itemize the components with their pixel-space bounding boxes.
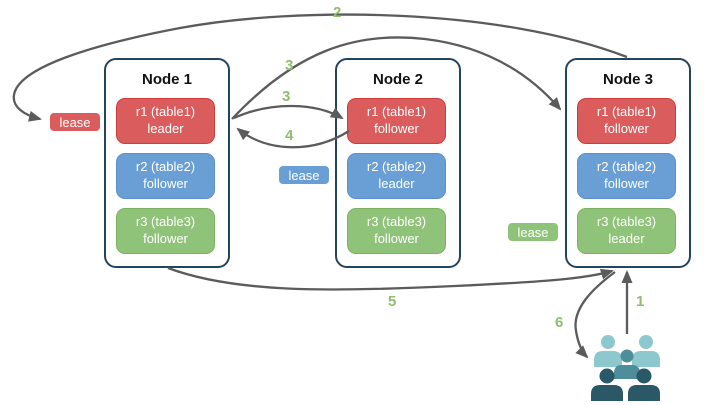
node-title: Node 1 xyxy=(141,71,192,88)
replica-r1-node2: r1 (table1) follower xyxy=(347,98,446,144)
replica-label: r2 (table2) xyxy=(135,159,196,175)
lease-label: lease xyxy=(59,114,91,130)
replica-role: follower xyxy=(374,231,419,246)
replica-r1-node1: r1 (table1) leader xyxy=(116,98,215,144)
node-1-box: Node 1 r1 (table1) leader r2 (table2) fo… xyxy=(104,58,230,268)
step-label-3a: 3 xyxy=(285,57,294,74)
lease-badge-table2: lease xyxy=(278,165,330,185)
arrow-step-3-to-node2 xyxy=(233,104,344,120)
users-group-icon xyxy=(591,335,660,401)
replica-role: follower xyxy=(604,176,649,191)
lease-badge-table3: lease xyxy=(507,222,559,242)
step-label-2: 2 xyxy=(333,4,342,21)
node-2-box: Node 2 r1 (table1) follower r2 (table2) … xyxy=(335,58,461,268)
replica-label: r1 (table1) xyxy=(366,104,427,120)
replica-label: r2 (table2) xyxy=(596,159,657,175)
lease-label: lease xyxy=(288,167,320,183)
step-label-6: 6 xyxy=(555,314,564,331)
node-3-box: Node 3 r1 (table1) follower r2 (table2) … xyxy=(565,58,691,268)
node-title: Node 3 xyxy=(602,71,653,88)
step-label-5: 5 xyxy=(388,293,397,310)
replica-role: follower xyxy=(374,121,419,136)
step-label-3b: 3 xyxy=(282,88,291,105)
replica-r2-node3: r2 (table2) follower xyxy=(577,153,676,199)
replica-role: follower xyxy=(604,121,649,136)
replica-label: r3 (table3) xyxy=(366,214,427,230)
replica-label: r2 (table2) xyxy=(366,159,427,175)
replica-label: r1 (table1) xyxy=(135,104,196,120)
replica-role: leader xyxy=(147,121,184,136)
replica-r3-node2: r3 (table3) follower xyxy=(347,208,446,254)
arrow-step-6 xyxy=(574,271,616,359)
step-label-1: 1 xyxy=(636,293,645,310)
step-label-4: 4 xyxy=(285,127,294,144)
arrow-step-4 xyxy=(236,127,350,149)
replica-r1-node3: r1 (table1) follower xyxy=(577,98,676,144)
replica-role: leader xyxy=(378,176,415,191)
replica-role: follower xyxy=(143,176,188,191)
replica-label: r1 (table1) xyxy=(596,104,657,120)
replica-label: r3 (table3) xyxy=(135,214,196,230)
node-title: Node 2 xyxy=(372,71,423,88)
replica-r3-node1: r3 (table3) follower xyxy=(116,208,215,254)
replica-r2-node2: r2 (table2) leader xyxy=(347,153,446,199)
lease-label: lease xyxy=(517,224,549,240)
replica-label: r3 (table3) xyxy=(596,214,657,230)
replica-role: follower xyxy=(143,231,188,246)
lease-badge-table1: lease xyxy=(49,112,101,132)
replica-role: leader xyxy=(608,231,645,246)
replica-r3-node3: r3 (table3) leader xyxy=(577,208,676,254)
replica-r2-node1: r2 (table2) follower xyxy=(116,153,215,199)
arrow-step-5 xyxy=(167,266,614,291)
